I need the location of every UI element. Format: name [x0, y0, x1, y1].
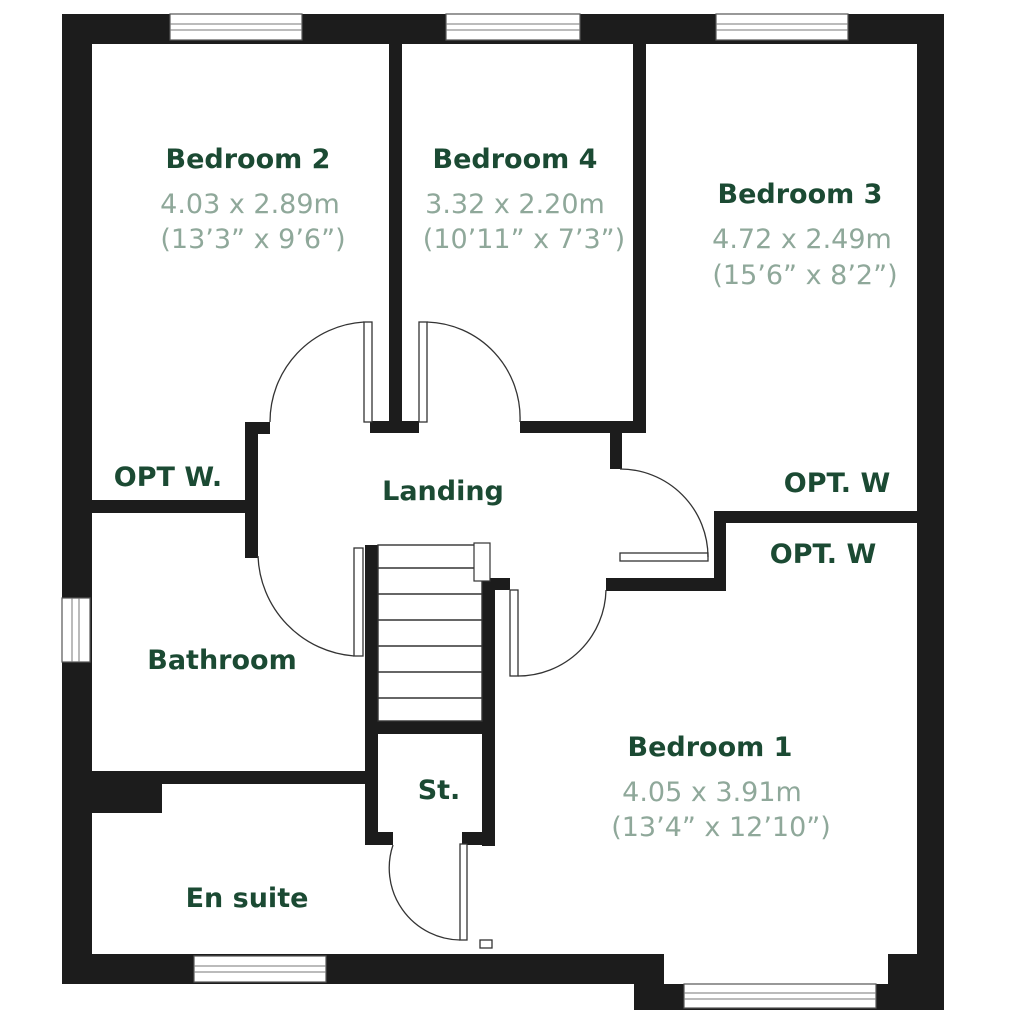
staircase: [377, 542, 491, 722]
room-bedroom2: Bedroom 2 4.03 x 2.89m (13’3” x 9’6”): [160, 144, 345, 255]
wall-bed2-bed4: [389, 40, 402, 432]
wall-stair-left: [365, 545, 378, 845]
room-name: Bedroom 4: [433, 144, 598, 175]
wall-bed4-stub-left: [389, 421, 419, 433]
wall-stair-right: [482, 578, 495, 846]
opt-wardrobe-label-bedroom2: OPT W.: [114, 462, 222, 493]
room-metric-size: 4.05 x 3.91m: [622, 777, 802, 808]
outer-wall-bay-right: [888, 954, 944, 1010]
outer-wall-bottom-left: [62, 954, 662, 984]
room-metric-size: 4.72 x 2.49m: [712, 224, 892, 255]
room-name: St.: [418, 775, 461, 806]
wall-storage-bottom-right: [462, 832, 495, 845]
room-imperial-size: (13’3” x 9’6”): [160, 224, 345, 255]
door-bedroom1: [509, 589, 607, 677]
room-imperial-size: (13’4” x 12’10”): [611, 812, 831, 843]
room-bathroom: Bathroom: [147, 645, 296, 676]
room-imperial-size: (10’11” x 7’3”): [423, 224, 625, 255]
window-ensuite: [193, 955, 327, 983]
room-name: En suite: [186, 883, 309, 914]
room-storage: St.: [418, 775, 461, 806]
room-metric-size: 3.32 x 2.20m: [425, 189, 605, 220]
wall-landing-left: [245, 436, 258, 558]
doors: [257, 321, 709, 949]
door-bedroom2: [269, 321, 373, 423]
door-bedroom4: [418, 321, 521, 423]
opt-wardrobe-label-bedroom1: OPT. W: [770, 539, 877, 570]
door-bedroom3: [619, 468, 709, 562]
wall-storage-bottom-left: [365, 832, 393, 845]
room-name: Bedroom 2: [166, 144, 331, 175]
wall-landing-left-upper: [245, 422, 270, 434]
window-bedroom2: [169, 13, 303, 41]
wall-stair-bottom: [365, 720, 490, 734]
room-name: Bathroom: [147, 645, 296, 676]
room-imperial-size: (15’6” x 8’2”): [712, 260, 897, 291]
window-bedroom1: [683, 983, 877, 1009]
wall-bed4-bottom: [520, 421, 646, 433]
opt-wardrobe-label-bedroom3: OPT. W: [784, 468, 891, 499]
room-name: Landing: [382, 476, 504, 507]
wall-bed3-bottom: [714, 511, 918, 523]
door-storage: [388, 843, 493, 949]
outer-wall-left: [62, 14, 92, 984]
window-bathroom: [61, 597, 91, 663]
door-bathroom: [257, 547, 364, 657]
room-bedroom3: Bedroom 3 4.72 x 2.49m (15’6” x 8’2”): [712, 179, 897, 291]
room-landing: Landing: [382, 476, 504, 507]
room-ensuite: En suite: [186, 883, 309, 914]
wall-bed2-stub: [370, 421, 390, 433]
wall-bed1-notch-horz: [606, 578, 726, 591]
room-bedroom4: Bedroom 4 3.32 x 2.20m (10’11” x 7’3”): [423, 144, 625, 255]
room-bedroom1: Bedroom 1 4.05 x 3.91m (13’4” x 12’10”): [611, 732, 831, 843]
window-bedroom3: [715, 13, 849, 41]
room-metric-size: 4.03 x 2.89m: [160, 189, 340, 220]
wall-bed2-bottom: [90, 500, 248, 513]
windows: [61, 13, 877, 1009]
room-name: Bedroom 1: [628, 732, 793, 763]
outer-wall-right: [917, 14, 944, 984]
wall-bed1-notch-vert: [714, 511, 726, 591]
window-bedroom4: [445, 13, 581, 41]
room-name: Bedroom 3: [718, 179, 883, 210]
wall-bed3-stub: [610, 421, 622, 469]
ensuite-corner-block: [90, 771, 162, 813]
wall-bed4-bed3: [633, 40, 646, 432]
